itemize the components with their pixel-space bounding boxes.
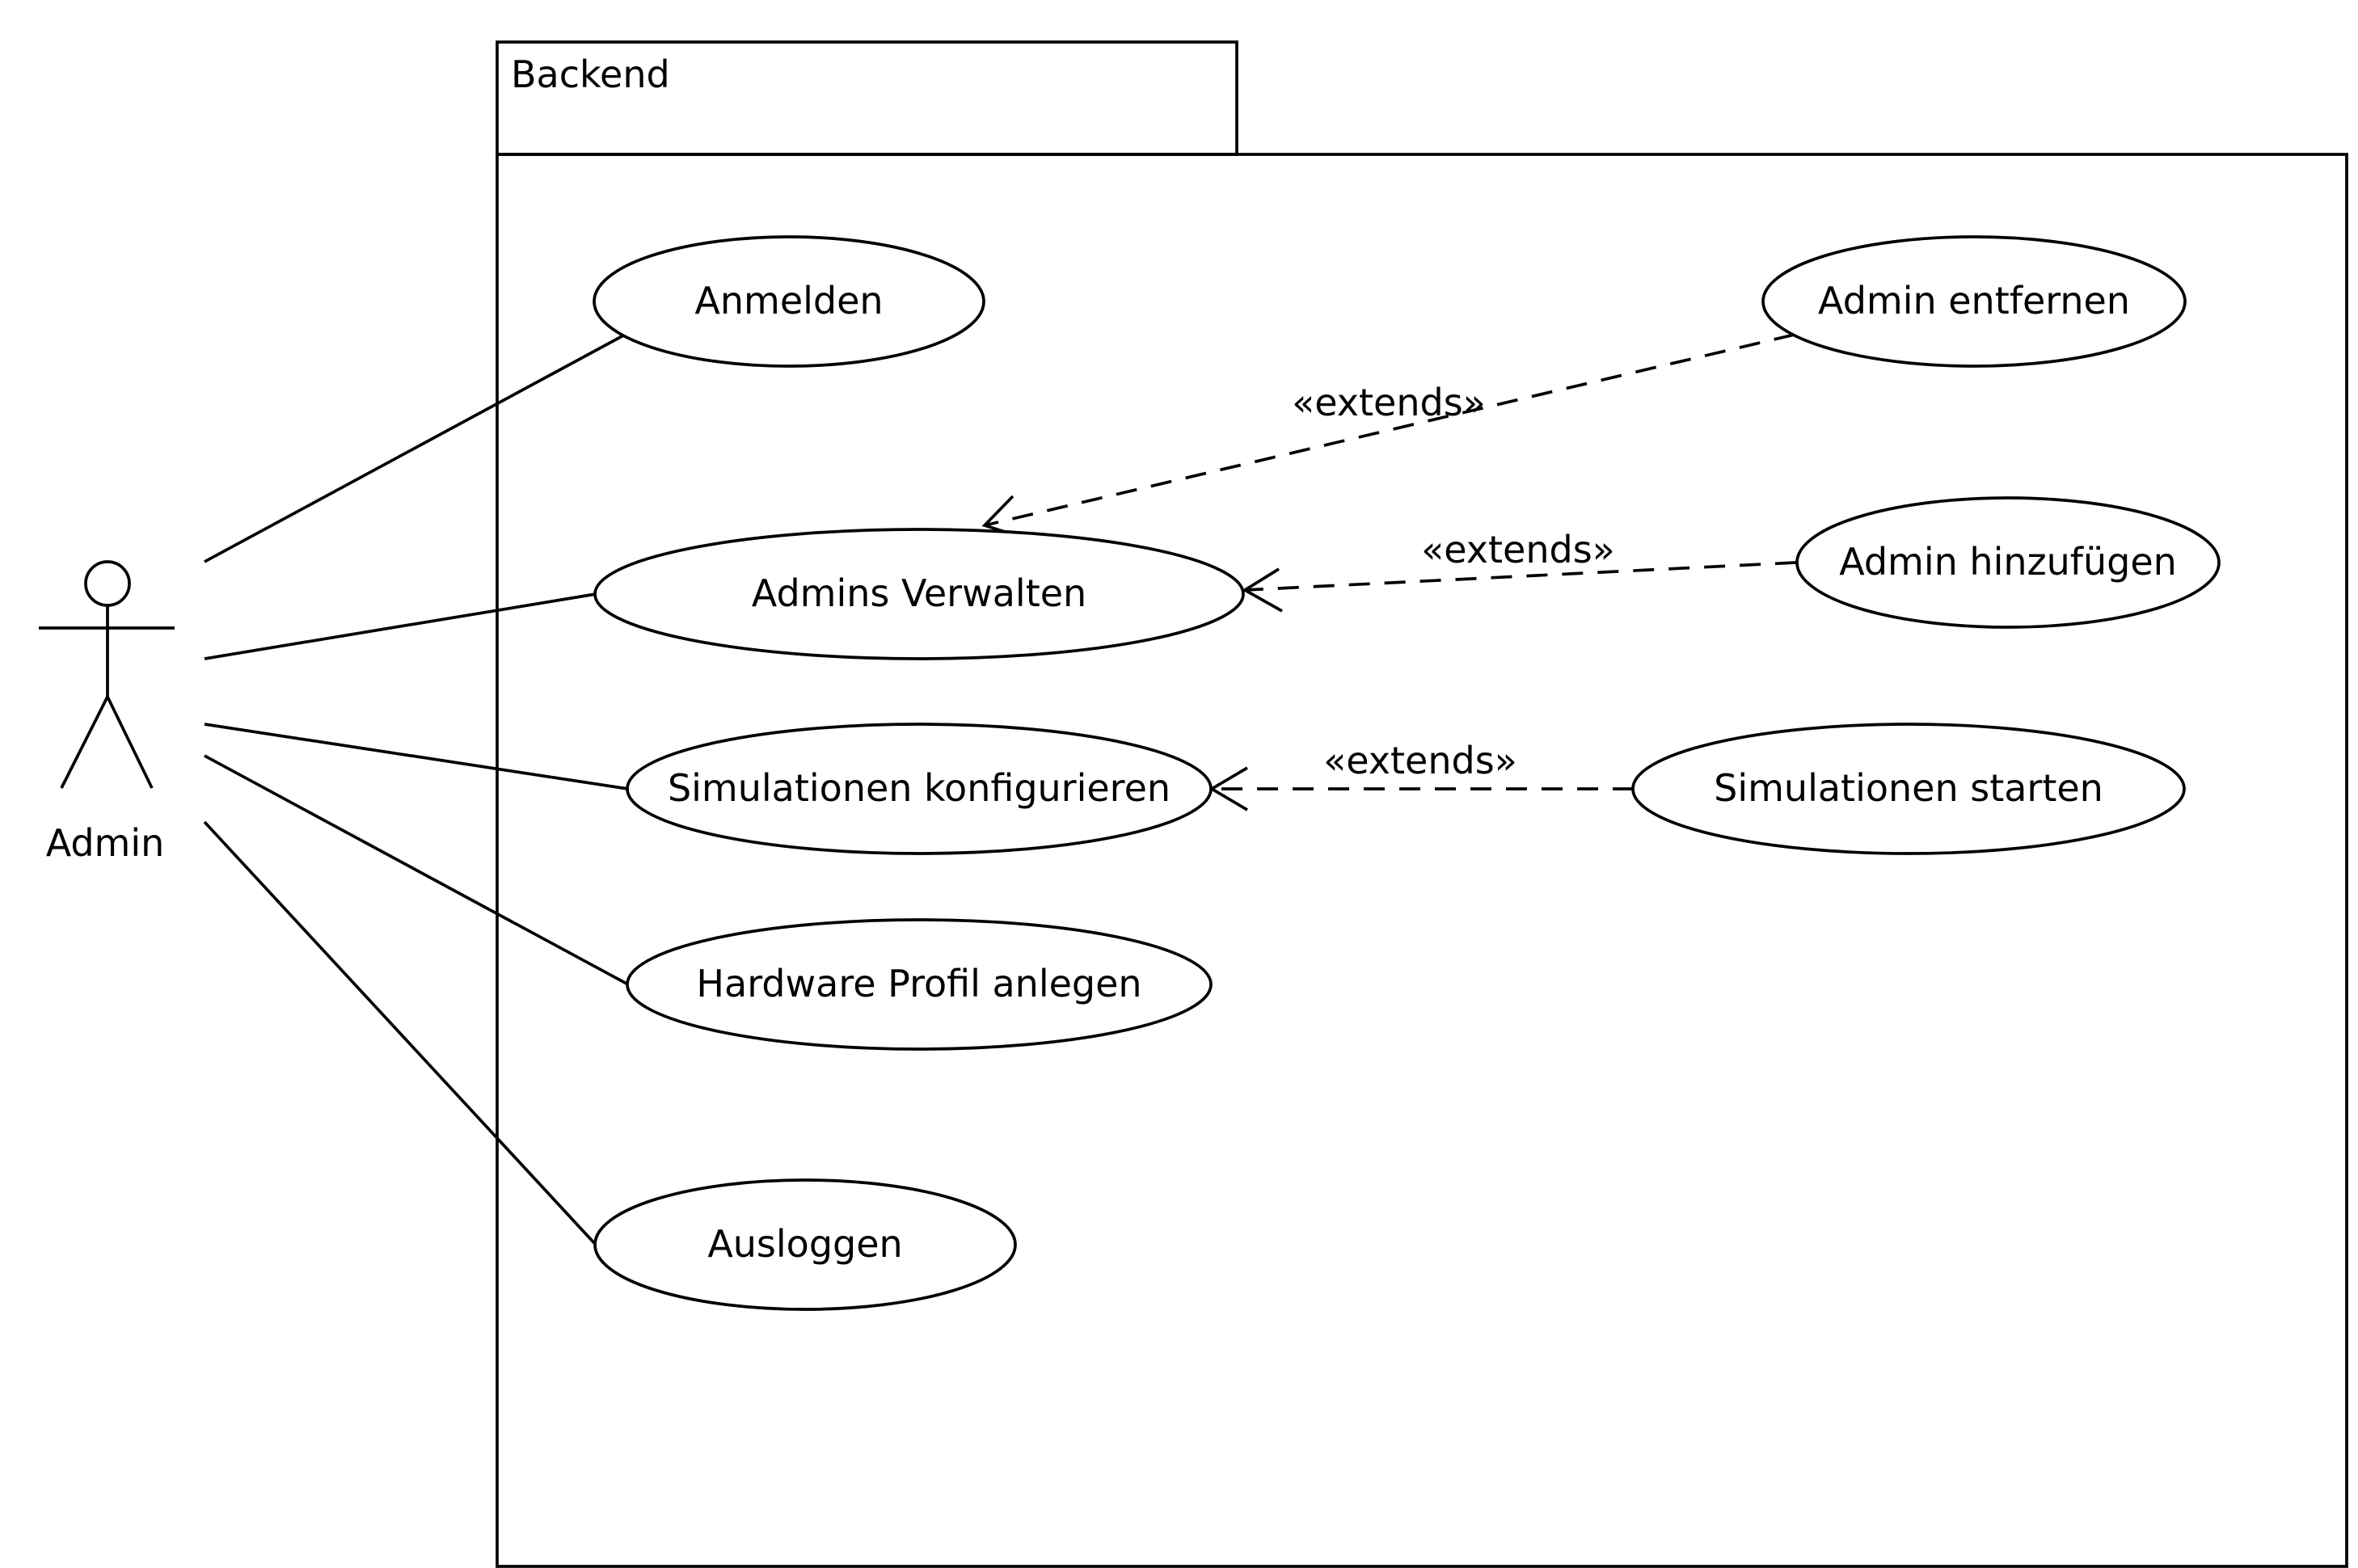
use-case-label: Anmelden <box>694 279 883 322</box>
use-cases: Anmelden Admins Verwalten Simulationen k… <box>593 235 2221 1311</box>
package-backend: Backend <box>496 40 2348 1568</box>
association-hardware-profil <box>204 754 629 986</box>
actor-admin: Admin <box>39 560 175 865</box>
extend-label-admin-entfernen: «extends» <box>1292 381 1486 424</box>
use-case-label: Admin entfernen <box>1818 279 2130 322</box>
association-anmelden <box>204 332 627 563</box>
association-simulationen-konfigurieren <box>204 723 629 790</box>
extend-line-admin-hinzufuegen <box>1244 561 1797 592</box>
use-case-label: Simulationen konfigurieren <box>668 766 1171 810</box>
use-case-ellipse <box>1795 496 2221 629</box>
actor-right-leg <box>106 696 154 789</box>
extend-line-admin-entfernen <box>984 333 1795 527</box>
use-case-ellipse <box>593 1178 1017 1311</box>
use-case-anmelden: Anmelden <box>593 235 985 368</box>
use-case-simulationen-konfigurieren: Simulationen konfigurieren <box>626 723 1213 855</box>
use-case-label: Ausloggen <box>707 1222 902 1266</box>
association-admins-verwalten <box>204 592 597 660</box>
use-case-admin-hinzufuegen: Admin hinzufügen <box>1795 496 2221 629</box>
use-case-ellipse <box>593 235 985 368</box>
use-case-ellipse <box>626 723 1213 855</box>
use-case-ellipse <box>1631 723 2186 855</box>
use-case-ellipse <box>593 528 1245 660</box>
extend-label-simulationen-starten: «extends» <box>1323 739 1517 782</box>
use-case-hardware-profil-anlegen: Hardware Profil anlegen <box>626 918 1213 1051</box>
extend-arrowhead-admin-hinzufuegen <box>1242 567 1283 613</box>
actor-left-leg <box>60 696 109 789</box>
use-case-label: Admin hinzufügen <box>1839 540 2177 584</box>
use-case-admins-verwalten: Admins Verwalten <box>593 528 1245 660</box>
associations <box>203 332 629 1246</box>
extend-label-admin-hinzufuegen: «extends» <box>1421 528 1615 571</box>
package-title: Backend <box>511 53 670 96</box>
actor-head <box>84 560 131 607</box>
use-case-simulationen-starten: Simulationen starten <box>1631 723 2186 855</box>
use-case-ellipse <box>626 918 1213 1051</box>
use-case-admin-entfernen: Admin entfernen <box>1761 235 2187 368</box>
use-case-ausloggen: Ausloggen <box>593 1178 1017 1311</box>
use-case-label: Hardware Profil anlegen <box>696 962 1141 1005</box>
use-case-label: Simulationen starten <box>1714 766 2103 810</box>
use-case-label: Admins Verwalten <box>752 571 1086 615</box>
use-case-ellipse <box>1761 235 2187 368</box>
extend-relationships: «extends» «extends» «extends» <box>981 333 1797 811</box>
package-body <box>496 153 2348 1568</box>
actor-label: Admin <box>46 821 165 865</box>
association-ausloggen <box>203 820 597 1246</box>
